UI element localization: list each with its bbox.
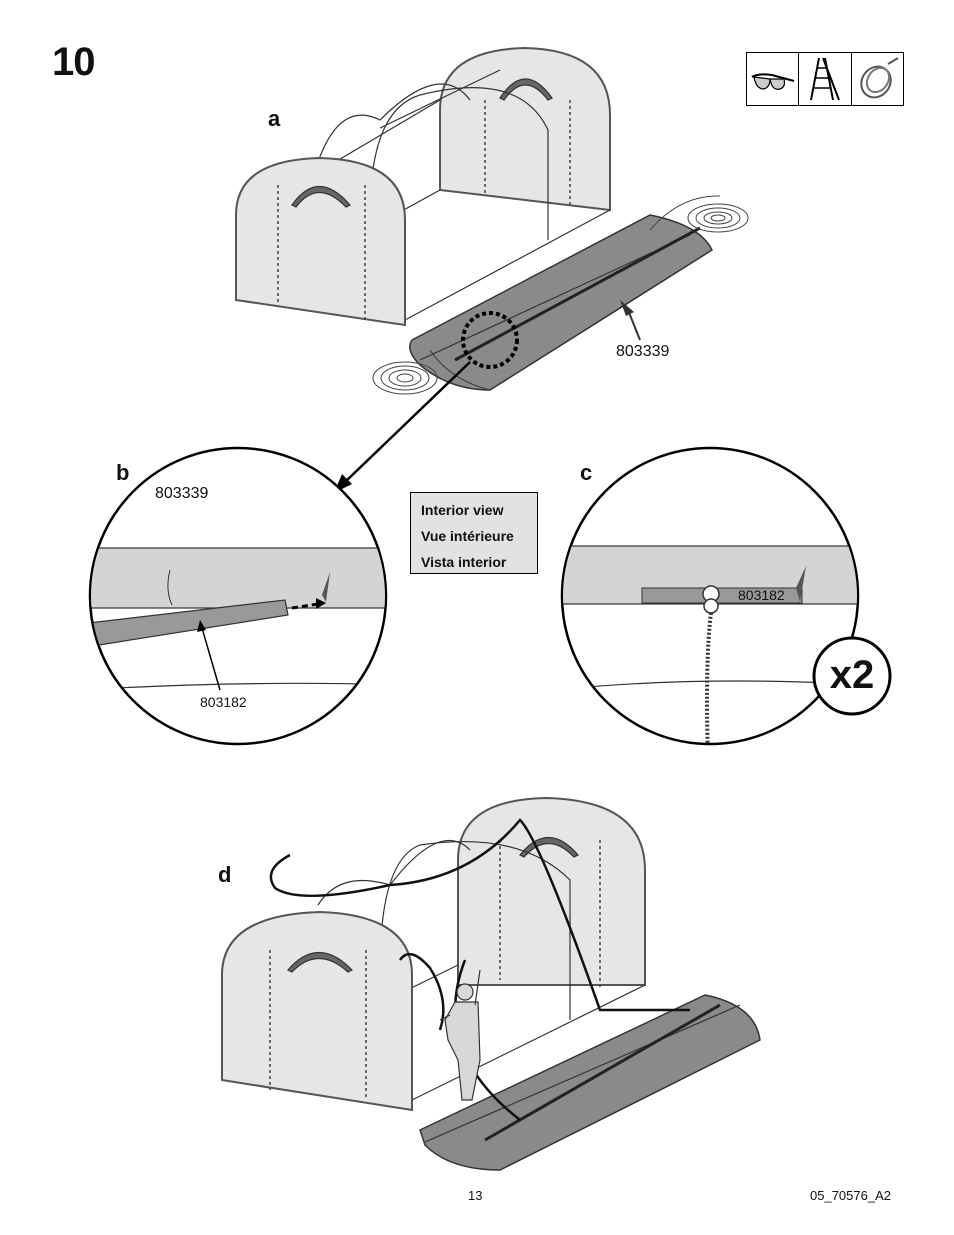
rolled-cover-a bbox=[409, 214, 713, 391]
quantity-badge-circle bbox=[812, 636, 892, 716]
panel-label-d: d bbox=[218, 862, 232, 887]
part-number-cover-a: 803339 bbox=[616, 343, 670, 360]
page-number: 13 bbox=[468, 1188, 483, 1203]
callout-arrow bbox=[344, 361, 471, 483]
detail-c bbox=[560, 446, 860, 746]
safety-glasses-icon bbox=[747, 53, 800, 105]
part-number-cover-b: 803339 bbox=[155, 485, 209, 502]
legend-line-fr: Vue intérieure bbox=[421, 528, 514, 544]
interior-view-legend: Interior view Vue intérieure Vista inter… bbox=[410, 492, 538, 574]
greenhouse-frame-a bbox=[235, 46, 611, 327]
rope-icon bbox=[852, 53, 903, 105]
panel-label-b: b bbox=[116, 460, 130, 485]
legend-line-es: Vista interior bbox=[421, 554, 507, 570]
document-code: 05_70576_A2 bbox=[810, 1188, 891, 1203]
detail-callout-circle bbox=[461, 311, 519, 369]
ladder-icon bbox=[799, 53, 852, 105]
part-number-pipe-b: 803182 bbox=[200, 694, 247, 710]
quantity-badge: x2 bbox=[829, 653, 875, 697]
legend-line-en: Interior view bbox=[421, 502, 504, 518]
rope-coil-bottom bbox=[372, 361, 438, 395]
step-number: 10 bbox=[52, 40, 95, 84]
panel-label-a: a bbox=[268, 106, 281, 131]
required-tools bbox=[746, 52, 904, 106]
greenhouse-frame-d bbox=[221, 796, 646, 1112]
part-number-pipe-c: 803182 bbox=[738, 587, 785, 603]
rope-coil-top bbox=[649, 195, 749, 233]
detail-b bbox=[88, 446, 388, 746]
part-pointer-a bbox=[627, 309, 641, 341]
panel-label-c: c bbox=[580, 460, 593, 485]
rolled-cover-d bbox=[419, 994, 761, 1171]
person-figure bbox=[439, 969, 481, 1101]
